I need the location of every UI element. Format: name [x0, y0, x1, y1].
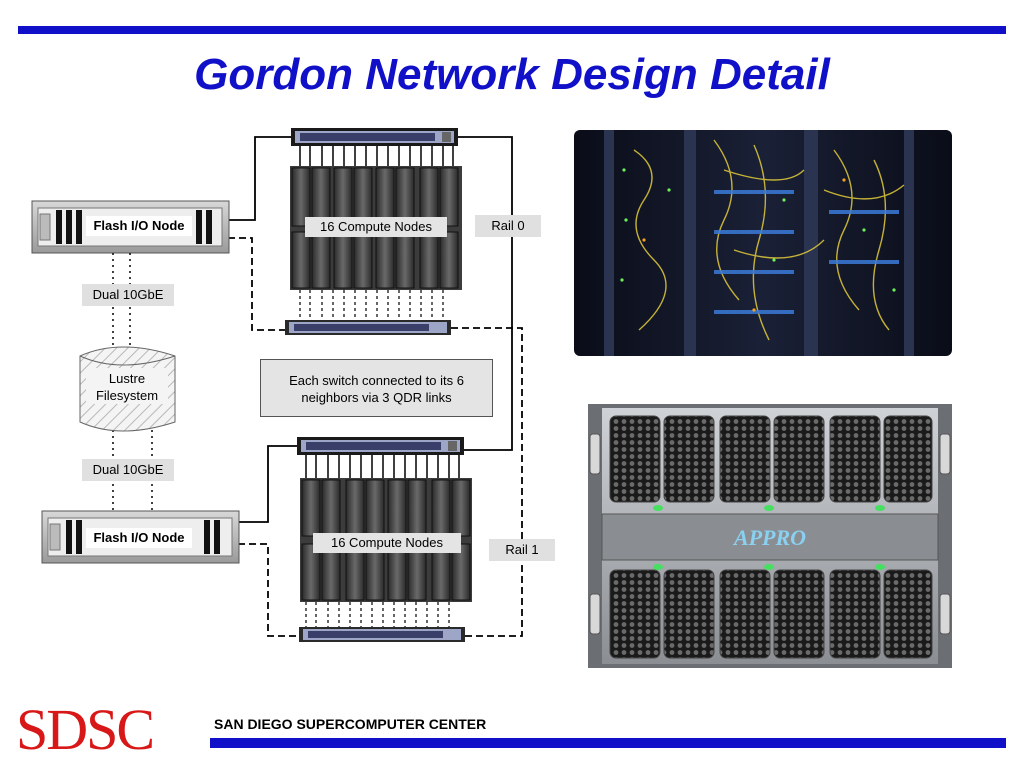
lustre-cylinder — [79, 346, 176, 432]
top-switch-rail0 — [291, 128, 458, 146]
compute-nodes-top-label: 16 Compute Nodes — [305, 217, 447, 237]
dual-10gbe-top-label: Dual 10GbE — [82, 284, 174, 306]
rail1-links — [228, 237, 523, 637]
network-diagram — [31, 128, 523, 642]
top-rule — [18, 26, 1006, 34]
footer-rule — [210, 738, 1006, 748]
appro-chassis-photo: APPRO — [588, 404, 952, 668]
compute-nodes-bottom-label: 16 Compute Nodes — [313, 533, 461, 553]
rail1-label: Rail 1 — [489, 539, 555, 561]
sdsc-logo: SDSC — [16, 697, 155, 762]
slide-title: Gordon Network Design Detail — [194, 50, 830, 99]
dual-10gbe-bottom-label: Dual 10GbE — [82, 459, 174, 481]
mid-switch-rail1 — [285, 320, 451, 335]
rail0-links — [228, 136, 513, 523]
bottom-switch-rail1 — [299, 627, 465, 642]
rail0-label: Rail 0 — [475, 215, 541, 237]
flash-io-node-top-label: Flash I/O Node — [86, 216, 192, 236]
rack-cabling-photo — [574, 130, 952, 356]
bottom-switch-rail0 — [297, 437, 464, 455]
appro-logo: APPRO — [732, 525, 806, 550]
org-name: SAN DIEGO SUPERCOMPUTER CENTER — [214, 716, 487, 732]
top-switch-downlinks — [299, 146, 454, 166]
lustre-filesystem-label: Lustre Filesystem — [95, 371, 159, 403]
switch-connection-note: Each switch connected to its 6 neighbors… — [260, 359, 493, 417]
flash-io-node-bottom-label: Flash I/O Node — [86, 528, 192, 548]
flash-io-chassis-bottom — [41, 510, 240, 564]
note-line-2: neighbors via 3 QDR links — [301, 390, 452, 405]
note-line-1: Each switch connected to its 6 — [289, 373, 464, 388]
